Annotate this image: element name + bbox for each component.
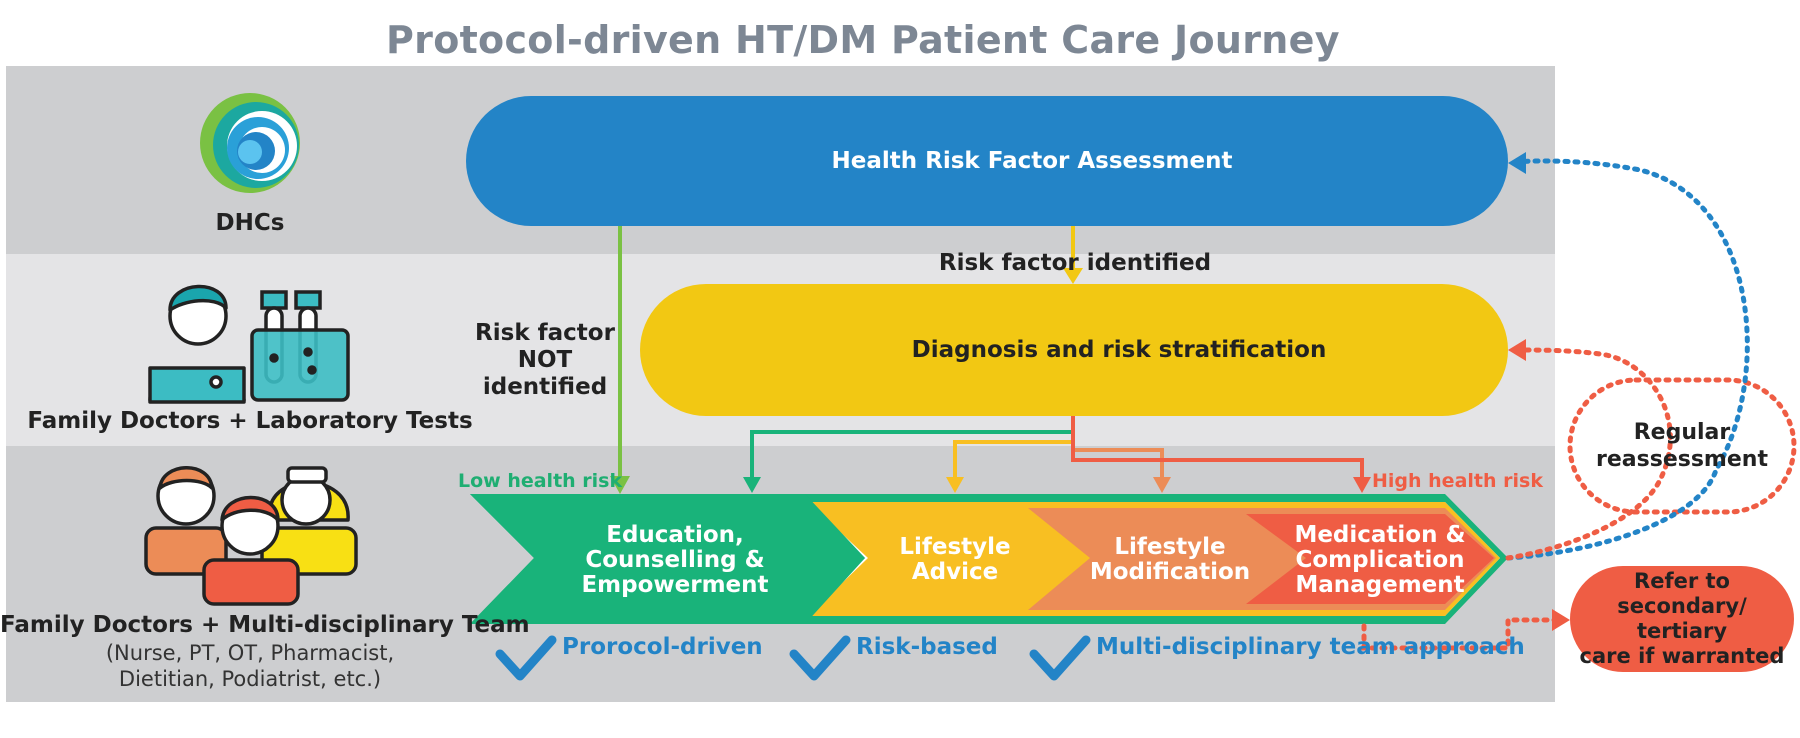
education-line-3: Empowerment bbox=[581, 571, 769, 598]
care-chevrons bbox=[470, 494, 1508, 624]
page-title: Protocol-driven HT/DM Patient Care Journ… bbox=[386, 18, 1340, 62]
health-risk-assessment-box: Health Risk Factor Assessment bbox=[466, 96, 1508, 226]
medication-line-3: Management bbox=[1295, 571, 1465, 598]
modification-line-1: Lifestyle bbox=[1114, 534, 1226, 560]
chevron-education-text: Education, Counselling & Empowerment bbox=[560, 520, 790, 600]
arrowhead-assessment-loop bbox=[1508, 152, 1526, 174]
principle-risk-label: Risk-based bbox=[856, 634, 998, 660]
loop-to-diagnosis bbox=[1505, 347, 1673, 561]
arrowhead-lifestyle-modification bbox=[1153, 477, 1171, 493]
chevron-lifestyle-advice-text: Lifestyle Advice bbox=[870, 520, 1040, 600]
reassessment-line-1: Regular bbox=[1633, 420, 1731, 445]
test-tubes-icon bbox=[250, 290, 350, 402]
chevron-education bbox=[470, 494, 865, 624]
assessment-label: Health Risk Factor Assessment bbox=[831, 148, 1233, 174]
chevron-medication-text: Medication & Complication Management bbox=[1290, 520, 1470, 600]
low-risk-label: Low health risk bbox=[458, 470, 623, 492]
checkmark-icon bbox=[495, 635, 1091, 681]
high-risk-label: High health risk bbox=[1372, 470, 1543, 492]
refer-line-3: care if warranted bbox=[1579, 644, 1785, 668]
principle-protocol-label: Prorocol-driven bbox=[562, 634, 763, 660]
chevron-medication bbox=[1246, 514, 1494, 604]
refer-line-2: secondary/ tertiary bbox=[1617, 594, 1747, 643]
row-sublabel-team-1: (Nurse, PT, OT, Pharmacist, bbox=[105, 641, 395, 665]
stratification-branches bbox=[750, 416, 1364, 480]
arrowhead-low-risk bbox=[610, 476, 630, 494]
risk-identified-label: Risk factor identified bbox=[938, 250, 1212, 276]
dhc-logo-icon bbox=[200, 93, 300, 193]
diagnosis-box: Diagnosis and risk stratification bbox=[640, 284, 1508, 416]
diagnosis-label: Diagnosis and risk stratification bbox=[911, 337, 1327, 363]
chevron-lifestyle-modification-text: Lifestyle Modification bbox=[1085, 520, 1255, 600]
arrowhead-diagnosis-loop bbox=[1508, 339, 1526, 361]
arrowhead-medication bbox=[1353, 477, 1371, 493]
principle-team-label: Multi-disciplinary team approach bbox=[1096, 634, 1525, 660]
medication-line-2: Complication bbox=[1295, 546, 1465, 573]
education-line-1: Education, bbox=[606, 521, 744, 548]
arrowhead-education bbox=[743, 477, 761, 493]
principle-protocol: Prorocol-driven bbox=[562, 634, 763, 660]
row-sublabel-team-2: Dietitian, Podiatrist, etc.) bbox=[118, 667, 382, 691]
row-label-family-team: Family Doctors + Multi-disciplinary Team bbox=[0, 612, 530, 638]
reassessment-text: Regular reassessment bbox=[1570, 380, 1794, 512]
row-label-family-lab: Family Doctors + Laboratory Tests bbox=[27, 408, 473, 434]
modification-line-2: Modification bbox=[1089, 559, 1251, 585]
reassessment-line-2: reassessment bbox=[1596, 447, 1768, 472]
refer-box: Refer to secondary/ tertiary care if war… bbox=[1570, 566, 1794, 672]
education-line-2: Counselling & bbox=[585, 546, 765, 573]
risk-not-identified-label-3: identified bbox=[482, 374, 608, 400]
loop-to-assessment bbox=[1505, 158, 1750, 561]
doctor-icon bbox=[148, 284, 246, 404]
arrowhead-diagnosis bbox=[1063, 268, 1083, 284]
principle-team: Multi-disciplinary team approach bbox=[1096, 634, 1525, 660]
risk-not-identified-label-1: Risk factor bbox=[475, 320, 615, 346]
arrowhead-refer bbox=[1552, 609, 1570, 631]
care-team-icon bbox=[144, 466, 358, 606]
connector-refer bbox=[1361, 617, 1563, 651]
advice-line-2: Advice bbox=[911, 559, 999, 585]
row-label-dhcs: DHCs bbox=[215, 210, 285, 236]
refer-line-1: Refer to bbox=[1634, 569, 1730, 593]
advice-line-1: Lifestyle bbox=[899, 534, 1011, 560]
principle-risk: Risk-based bbox=[856, 634, 998, 660]
risk-not-identified-label-2: NOT bbox=[517, 347, 573, 373]
arrowhead-lifestyle-advice bbox=[946, 477, 964, 493]
medication-line-1: Medication & bbox=[1294, 521, 1466, 548]
